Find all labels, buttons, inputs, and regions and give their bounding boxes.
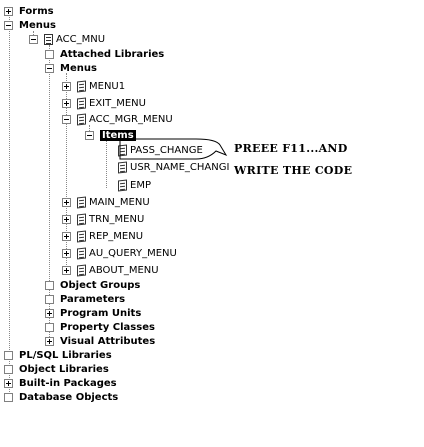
menu-icon xyxy=(77,113,86,125)
tree-node-menus-root[interactable]: Menus xyxy=(4,18,56,32)
tree-node-pass-change[interactable]: PASS_CHANGE xyxy=(118,143,203,157)
tree-node-plsql-libraries[interactable]: PL/SQL Libraries xyxy=(4,348,112,362)
tree-node-visual-attributes[interactable]: Visual Attributes xyxy=(45,334,155,348)
tree-node-rep-menu[interactable]: REP_MENU xyxy=(62,229,143,243)
menu-icon xyxy=(77,80,86,92)
expand-icon[interactable] xyxy=(62,265,71,275)
tree-node-au-query-menu[interactable]: AU_QUERY_MENU xyxy=(62,246,177,260)
expand-icon[interactable] xyxy=(62,81,71,91)
tree-node-emp[interactable]: EMP xyxy=(118,178,151,192)
node-icon[interactable] xyxy=(45,49,54,59)
tree-node-acc-mnu[interactable]: ACC_MNU xyxy=(29,32,105,46)
menu-icon xyxy=(77,230,86,242)
expand-icon[interactable] xyxy=(4,6,13,16)
tree-node-property-classes[interactable]: Property Classes xyxy=(45,320,155,334)
menu-item-icon xyxy=(118,179,127,191)
expand-icon[interactable] xyxy=(62,248,71,258)
tree-guide xyxy=(66,73,67,273)
annotation-line-1: PREEE F11...AND xyxy=(234,142,348,155)
node-icon[interactable] xyxy=(45,280,54,290)
tree-node-object-groups[interactable]: Object Groups xyxy=(45,278,140,292)
tree-node-database-objects[interactable]: Database Objects xyxy=(4,390,118,404)
collapse-icon[interactable] xyxy=(29,34,38,44)
tree-node-forms[interactable]: Forms xyxy=(4,4,54,18)
menu-icon xyxy=(77,247,86,259)
tree-node-main-menu[interactable]: MAIN_MENU xyxy=(62,195,150,209)
tree-guide xyxy=(49,45,50,345)
tree-node-usr-name-change[interactable]: USR_NAME_CHANGI xyxy=(118,160,229,174)
callout-shape xyxy=(119,138,228,160)
tree-node-menu1[interactable]: MENU1 xyxy=(62,79,125,93)
menu-icon xyxy=(77,264,86,276)
tree-node-exit-menu[interactable]: EXIT_MENU xyxy=(62,96,146,110)
tree-node-program-units[interactable]: Program Units xyxy=(45,306,141,320)
tree-guide xyxy=(106,140,107,188)
tree-node-attached-libraries[interactable]: Attached Libraries xyxy=(45,47,164,61)
menu-icon xyxy=(77,213,86,225)
tree-node-object-libraries[interactable]: Object Libraries xyxy=(4,362,109,376)
expand-icon[interactable] xyxy=(62,98,71,108)
tree-node-parameters[interactable]: Parameters xyxy=(45,292,125,306)
expand-icon[interactable] xyxy=(45,336,54,346)
tree-guide xyxy=(9,17,10,402)
tree-node-items[interactable]: Items xyxy=(85,128,136,142)
tree-node-about-menu[interactable]: ABOUT_MENU xyxy=(62,263,159,277)
node-icon[interactable] xyxy=(45,322,54,332)
tree-node-menus[interactable]: Menus xyxy=(45,61,97,75)
expand-icon[interactable] xyxy=(62,197,71,207)
collapse-icon[interactable] xyxy=(45,63,54,73)
tree-guide xyxy=(89,125,90,135)
collapse-icon[interactable] xyxy=(85,130,94,140)
menu-icon xyxy=(77,196,86,208)
node-icon[interactable] xyxy=(4,364,13,374)
menu-module-icon xyxy=(44,33,53,45)
collapse-icon[interactable] xyxy=(4,20,13,30)
collapse-icon[interactable] xyxy=(62,114,71,124)
expand-icon[interactable] xyxy=(62,231,71,241)
expand-icon[interactable] xyxy=(45,308,54,318)
expand-icon[interactable] xyxy=(62,214,71,224)
node-icon[interactable] xyxy=(4,392,13,402)
annotation-line-2: WRITE THE CODE xyxy=(234,164,353,177)
node-icon[interactable] xyxy=(45,294,54,304)
tree-node-acc-mgr-menu[interactable]: ACC_MGR_MENU xyxy=(62,112,173,126)
tree-node-builtin-packages[interactable]: Built-in Packages xyxy=(4,376,117,390)
menu-icon xyxy=(77,97,86,109)
tree-node-trn-menu[interactable]: TRN_MENU xyxy=(62,212,144,226)
expand-icon[interactable] xyxy=(4,378,13,388)
node-icon[interactable] xyxy=(4,350,13,360)
